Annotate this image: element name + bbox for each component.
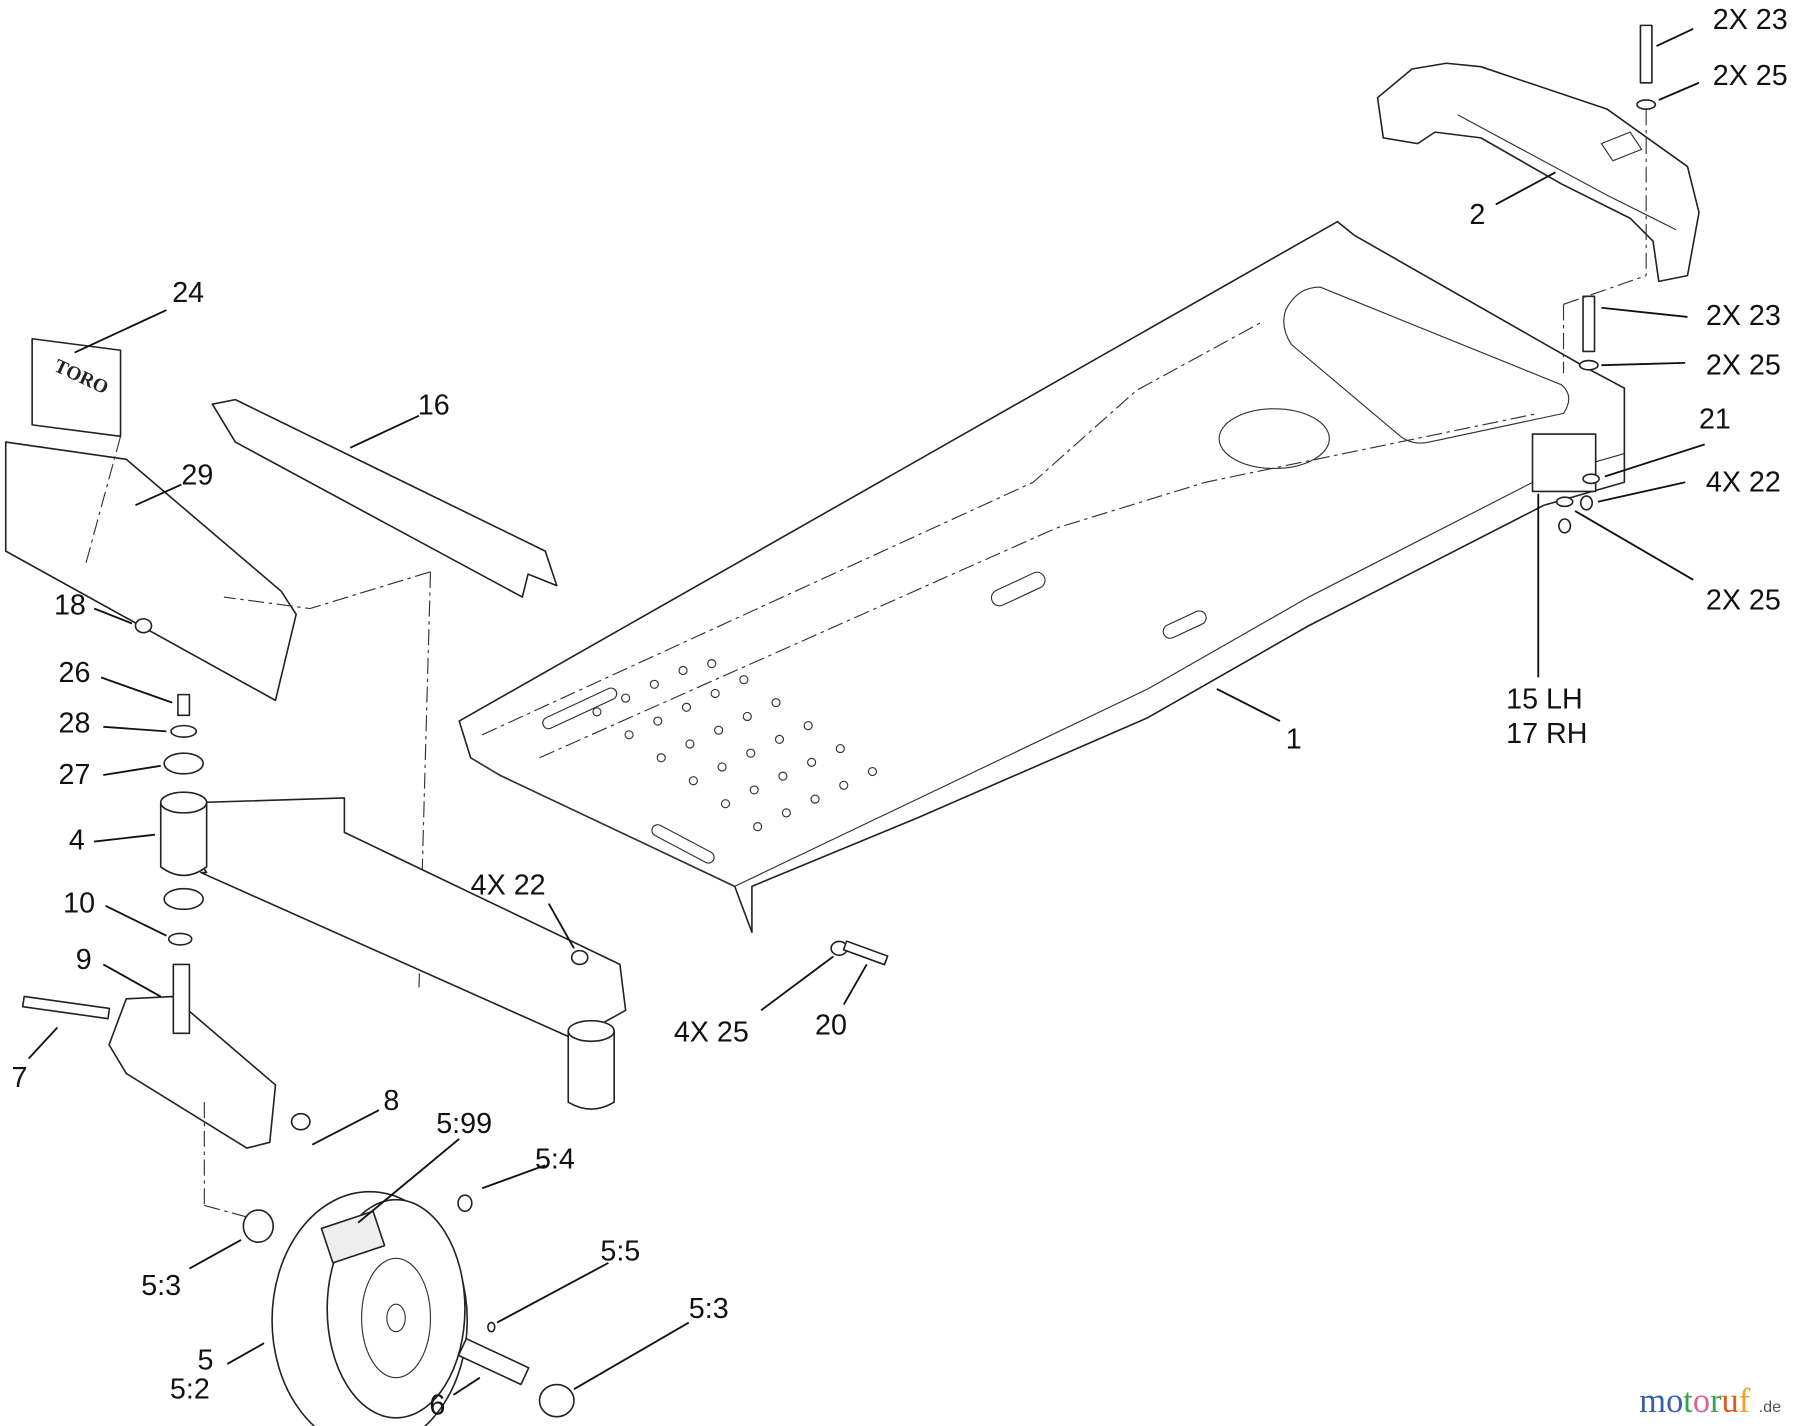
callout-7: 7 [11,1062,27,1094]
valve-5-5 [487,1321,496,1333]
callout-5-3-left: 5:3 [141,1270,181,1302]
watermark-letter: o [1666,1382,1683,1420]
callout-29: 29 [181,460,213,492]
bolt-part-20 [842,940,889,966]
callout-5: 5 [197,1345,213,1377]
decal-part-24: TORO [31,337,122,438]
wheel-part-5 [242,1190,575,1426]
callout-5-4: 5:4 [535,1144,575,1176]
bolt-part-18 [134,618,153,634]
callout-2x23-lower: 2X 23 [1706,300,1781,332]
washer-part-28 [170,724,198,738]
callout-16: 16 [418,390,450,422]
hardware-bolts [1531,24,1657,534]
callout-27: 27 [59,759,91,791]
callout-1: 1 [1286,724,1302,756]
bushing-5-3-right [538,1383,575,1418]
callout-10: 10 [63,888,95,920]
nut-part-8 [290,1112,311,1131]
watermark-letter: m [1639,1382,1666,1420]
callout-21: 21 [1699,403,1731,435]
callout-4: 4 [69,825,85,857]
watermark-logo: motoruf .de [1639,1382,1781,1420]
fitting-4x22 [570,949,589,966]
watermark-letter: o [1693,1382,1710,1420]
callout-2x25-right: 2X 25 [1706,585,1781,617]
callout-2x25-top: 2X 25 [1713,60,1788,92]
callout-8: 8 [383,1085,399,1117]
axle-spacer-part-6 [457,1337,530,1386]
callout-5-2: 5:2 [170,1373,210,1405]
svg-text:.de: .de [1759,1398,1781,1416]
bearing-part-27 [163,752,204,775]
callout-2x25-lower: 2X 25 [1706,349,1781,381]
callout-2x23-top: 2X 23 [1713,4,1788,36]
callout-2: 2 [1469,199,1485,231]
callout-5-5: 5:5 [600,1236,640,1268]
svg-text:motoruf: motoruf [1639,1382,1750,1420]
bearing-lower [163,887,204,911]
callout-4x22-center: 4X 22 [471,869,546,901]
axle-bolt-part-7 [21,995,111,1020]
caster-fork-part-9 [108,963,277,1218]
callout-17-rh: 17 RH [1506,718,1587,750]
callout-5-3-right: 5:3 [689,1293,729,1325]
callout-4x25: 4X 25 [674,1016,749,1048]
watermark-letter: f [1739,1382,1751,1420]
callout-6: 6 [429,1389,445,1421]
callout-24: 24 [172,277,204,309]
callout-5-99: 5:99 [436,1108,492,1140]
callout-28: 28 [59,708,91,740]
plate-part-29 [4,436,297,702]
rear-bumper-part-2 [1376,62,1700,283]
floor-plate-holes [592,659,878,832]
callout-20: 20 [815,1009,847,1041]
front-axle-part-4 [159,791,627,1110]
watermark-letter: t [1683,1382,1693,1420]
spacer-part-10 [167,932,193,946]
grease-fitting-5-4 [457,1194,473,1213]
watermark-letter: r [1710,1382,1722,1420]
leader-lines [28,27,1706,1396]
callout-labels: 2X 23 2X 25 2 2X 23 2X 25 21 4X 22 2X 25… [11,4,1787,1422]
frame-part-1 [458,220,1626,934]
callout-9: 9 [76,944,92,976]
bolt-part-26 [177,693,191,717]
bushing-5-3-left [242,1209,275,1244]
callout-15-lh: 15 LH [1506,683,1583,715]
callout-18: 18 [54,589,86,621]
tire-tread-label-5-99 [320,1210,386,1264]
callout-4x22-right: 4X 22 [1706,466,1781,498]
watermark-letter: u [1722,1382,1739,1420]
callout-26: 26 [59,657,91,689]
